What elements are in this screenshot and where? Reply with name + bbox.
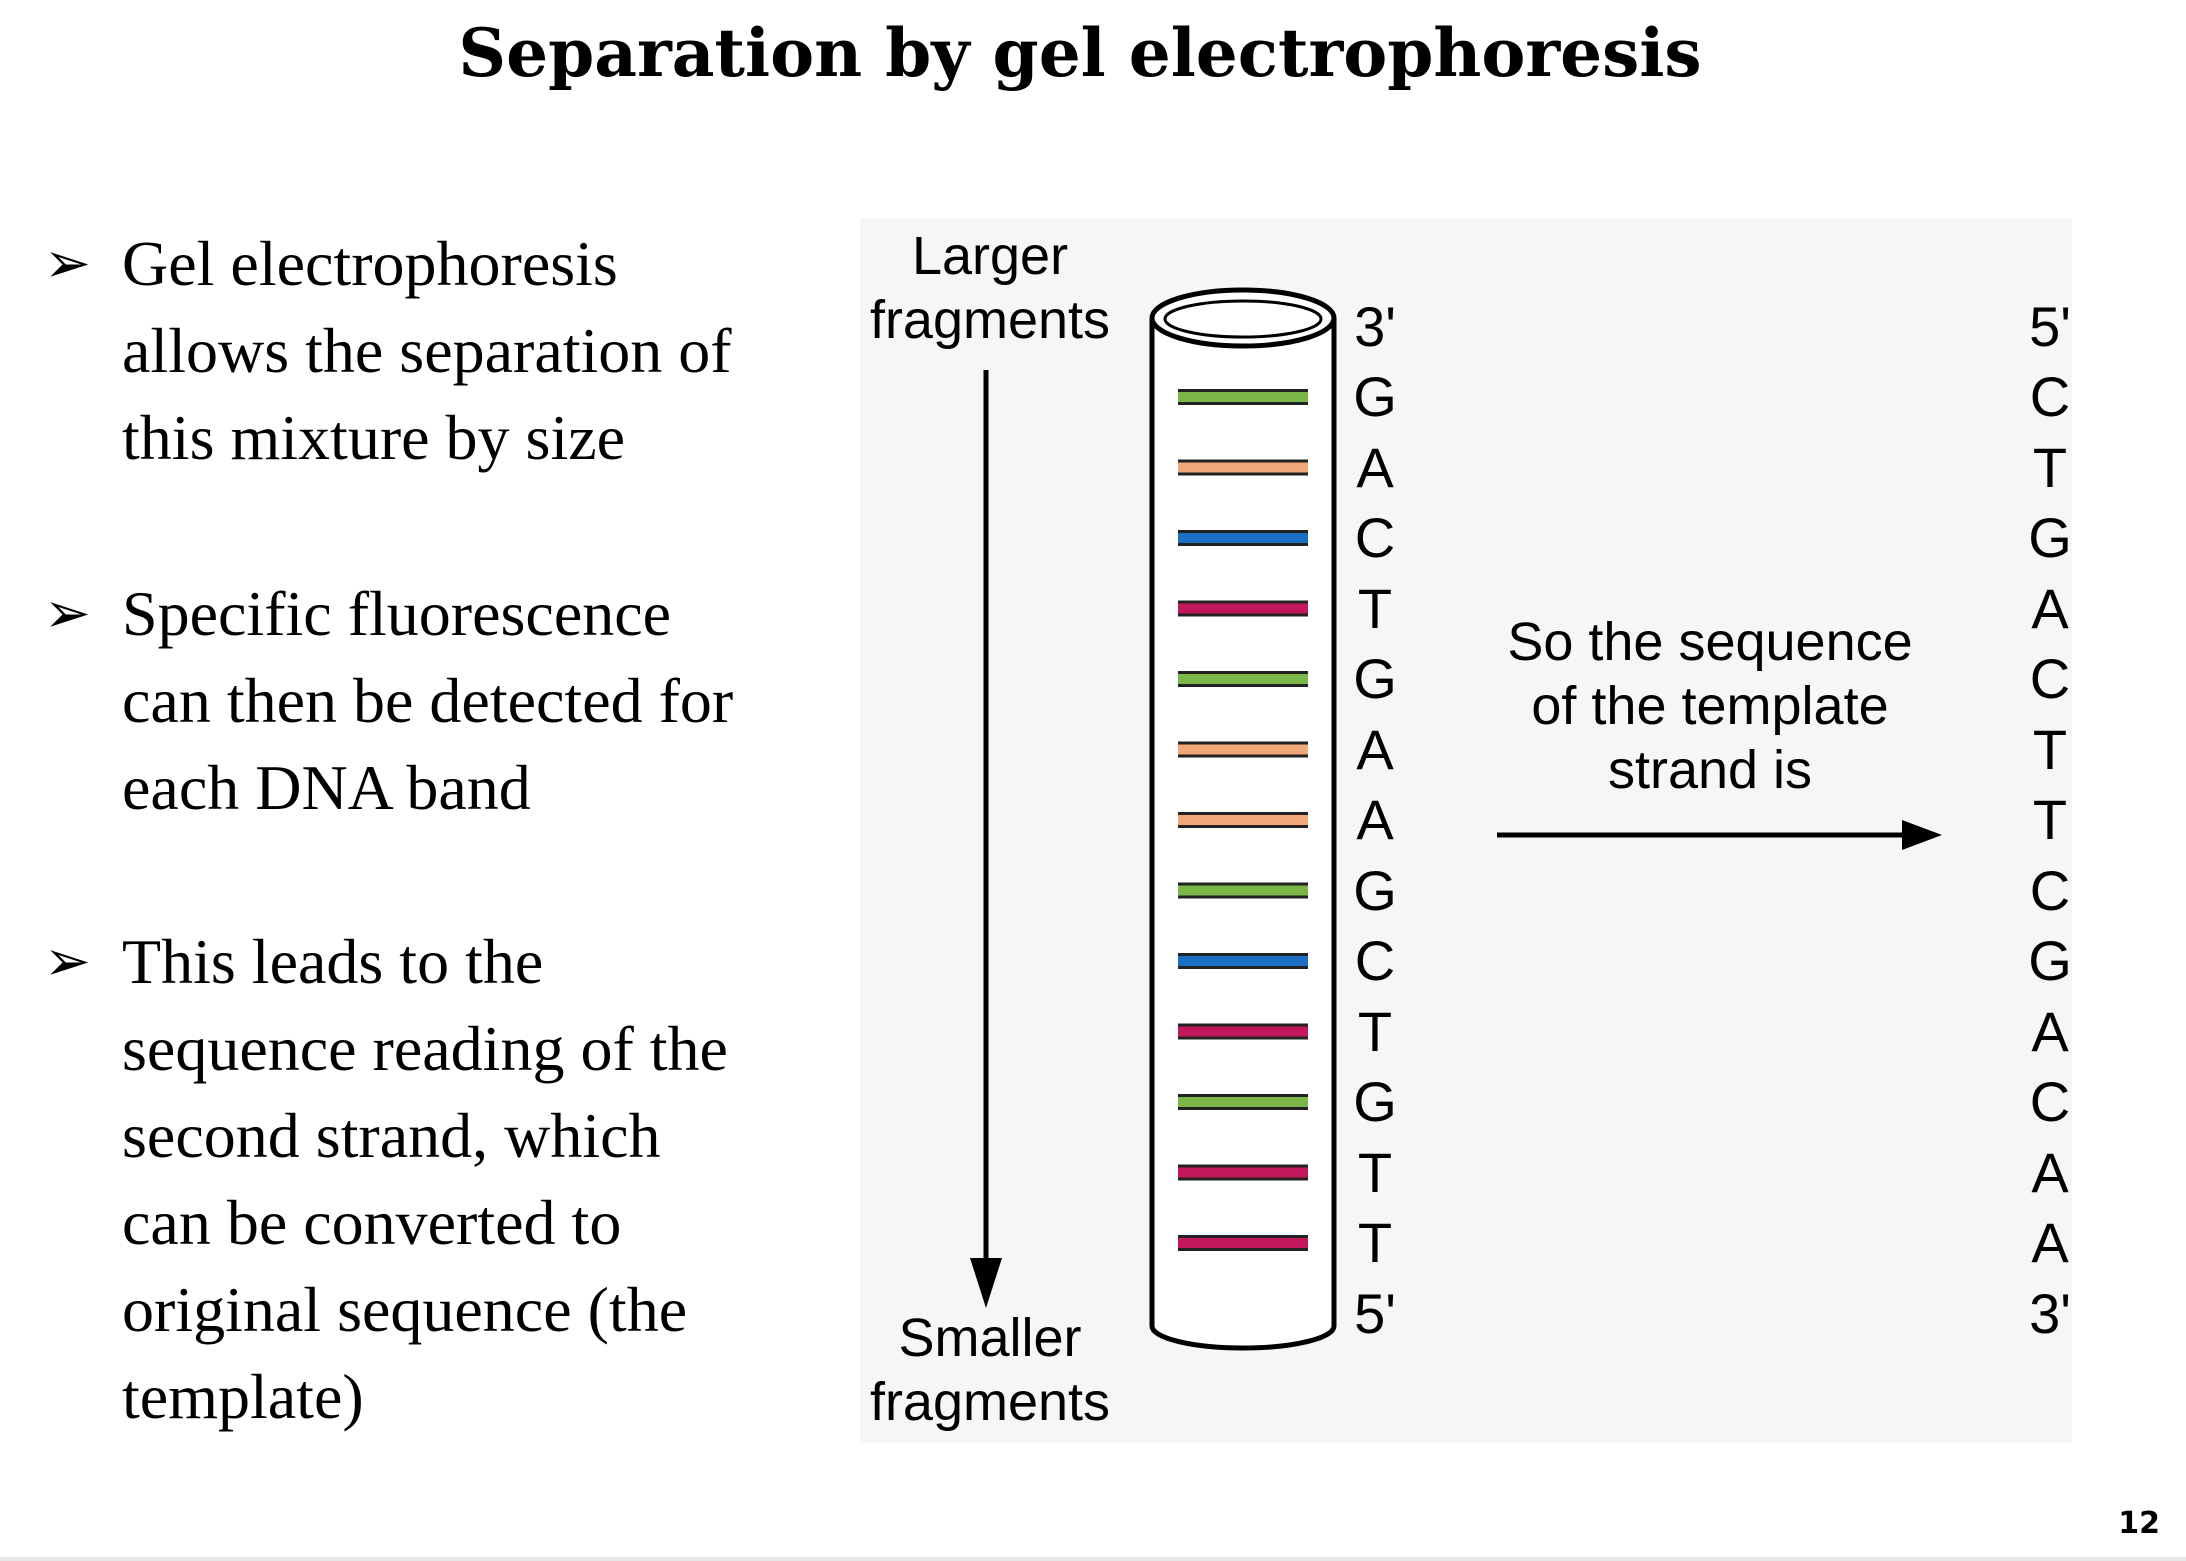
- gel-tube-body: [1149, 318, 1337, 1351]
- page-title: Separation by gel electrophoresis: [458, 14, 1702, 92]
- bullet-line: can be converted to: [122, 1187, 622, 1258]
- template-base: C: [2029, 1070, 2071, 1133]
- template-strand-3prime-label: 3': [2029, 1281, 2071, 1345]
- bullet-line: This leads to the: [122, 926, 544, 997]
- bullet-line: second strand, which: [122, 1100, 661, 1171]
- gel-band: [1178, 882, 1308, 899]
- gel-band: [1178, 600, 1308, 617]
- template-base: T: [2032, 435, 2068, 499]
- read-base: G: [1353, 1070, 1397, 1133]
- template-base: G: [2028, 929, 2072, 992]
- gel-band: [1178, 671, 1308, 687]
- read-base: A: [1356, 788, 1394, 851]
- read-base: C: [1354, 929, 1396, 992]
- read-base: A: [1356, 435, 1394, 499]
- template-base: T: [2032, 717, 2068, 781]
- read-base: G: [1353, 858, 1397, 922]
- bullet-line: can then be detected for: [122, 665, 734, 736]
- sequence-arrow-label: So the sequence of the template strand i…: [1507, 612, 1913, 800]
- template-base: A: [2031, 1211, 2069, 1274]
- gel-figure-graphics: [970, 287, 1942, 1351]
- template-base: T: [2032, 788, 2068, 851]
- read-base: G: [1353, 647, 1397, 710]
- gel-band: [1178, 1023, 1308, 1040]
- gel-band: [1178, 812, 1308, 828]
- read-strand-3prime-label: 3': [1354, 295, 1396, 358]
- bullet-text: Specific fluorescence can then be detect…: [122, 570, 862, 831]
- read-base: G: [1353, 365, 1397, 428]
- bullet-line: Gel electrophoresis: [122, 228, 618, 299]
- gel-band: [1178, 1094, 1308, 1110]
- smaller-fragments-label: Smaller fragments: [869, 1308, 1111, 1432]
- bullet-line: original sequence (the: [122, 1274, 688, 1345]
- gel-tube-inner-rim: [1163, 299, 1323, 339]
- bullet-line: allows the separation of: [122, 315, 732, 386]
- read-base: T: [1357, 1140, 1393, 1204]
- read-base: T: [1357, 576, 1393, 640]
- template-base: A: [2031, 576, 2069, 640]
- gel-electrophoresis-figure: Larger fragments Smaller fragments So th…: [860, 218, 2072, 1443]
- template-base: C: [2029, 858, 2071, 922]
- template-base: G: [2028, 506, 2072, 569]
- bullet-text: This leads to the sequence reading of th…: [122, 918, 862, 1440]
- template-base: C: [2029, 647, 2071, 710]
- template-base: A: [2031, 999, 2069, 1063]
- read-base: C: [1354, 506, 1396, 569]
- read-strand-5prime-label: 5': [1354, 1281, 1396, 1345]
- gel-band: [1178, 953, 1308, 969]
- template-strand-5prime-label: 5': [2029, 295, 2071, 358]
- gel-band: [1178, 459, 1308, 476]
- arrowhead-bullet-icon: ➢: [44, 231, 91, 296]
- read-base: T: [1357, 1211, 1393, 1274]
- template-base: A: [2031, 1140, 2069, 1204]
- gel-band: [1178, 1164, 1308, 1181]
- bullet-line: each DNA band: [122, 752, 531, 823]
- bottom-rule: [0, 1557, 2186, 1561]
- gel-band: [1178, 1235, 1308, 1251]
- bullet-line: Specific fluorescence: [122, 578, 672, 649]
- bullet-text: Gel electrophoresis allows the separatio…: [122, 220, 862, 481]
- bullet-line: sequence reading of the: [122, 1013, 728, 1084]
- arrowhead-bullet-icon: ➢: [44, 929, 91, 994]
- migration-arrow-head: [970, 1258, 1002, 1308]
- arrowhead-bullet-icon: ➢: [44, 581, 91, 646]
- bullet-line: template): [122, 1361, 364, 1432]
- read-base: T: [1357, 999, 1393, 1063]
- page-number: 12: [2118, 1506, 2160, 1541]
- larger-fragments-label: Larger fragments: [869, 226, 1111, 350]
- read-base: A: [1356, 717, 1394, 781]
- bullet-line: this mixture by size: [122, 402, 626, 473]
- gel-band: [1178, 530, 1308, 546]
- result-arrow-head: [1902, 820, 1942, 850]
- gel-band: [1178, 389, 1308, 405]
- band-group: [1178, 389, 1308, 1251]
- gel-band: [1178, 741, 1308, 758]
- template-base: C: [2029, 365, 2071, 428]
